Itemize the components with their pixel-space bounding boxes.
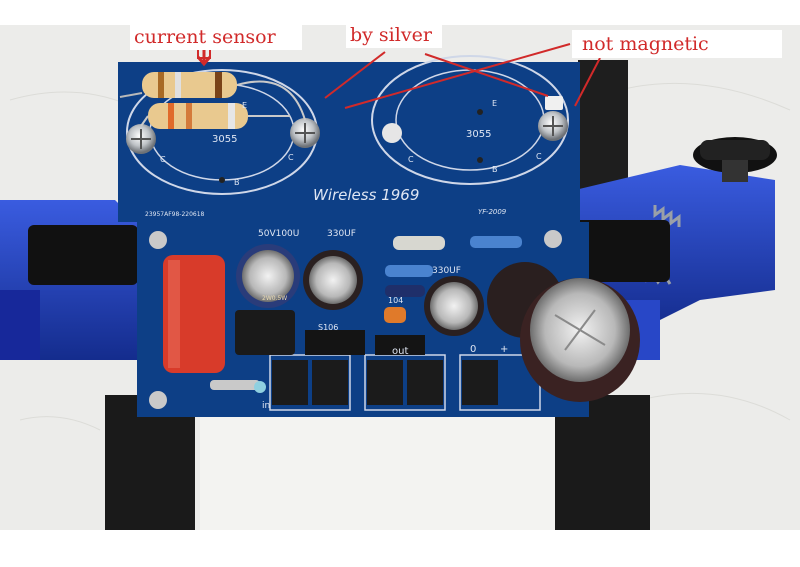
board-title: Wireless 1969 [313,186,419,204]
annotation-not-magnetic: not magnetic [572,30,782,58]
annotation-by-silver: by silver [346,22,442,48]
zero-label: 0 [470,344,476,355]
pin-label-b-right: B [492,165,498,174]
cap-label-330uf-2: 330UF [432,266,461,276]
cap-label-104: 104 [388,296,403,305]
ceramic-capacitor [384,307,406,323]
annotation-arrows [196,43,601,109]
pin-label-c-right2: C [536,152,542,161]
pin-label-e-left: E [242,101,247,110]
pin-label-e-right: E [492,99,497,108]
stand-leg-left [105,395,195,530]
vise-jaw-left [28,225,138,285]
mounting-hole [382,123,402,143]
amplifier-pcb [137,222,640,417]
annotation-current-sensor: current sensor [130,24,302,50]
transistor-pcb [118,55,580,222]
cap-label-50v: 50V100U [258,229,299,239]
out-label: out [392,346,408,357]
plus-label: + [500,344,508,355]
transistor-right-label: 3055 [466,129,491,140]
pin-label-c-left: C [160,155,166,164]
pin-label-c-right: C [408,155,414,164]
current-sensor-resistors [119,72,306,129]
pin-label-b-left: B [234,178,240,187]
large-capacitor [520,278,640,402]
vise-knob [693,137,777,182]
stand-leg-right [555,395,650,530]
in-label: in [262,401,270,411]
cap-label-330uf: 330UF [327,229,356,239]
board-serial: 23957AF98-220618 [145,211,205,218]
board-subtitle: YF-2009 [478,208,507,216]
pin-label-c-left2: C [288,153,294,162]
diode-label: S106 [318,323,338,332]
vise-clamp-right [575,165,775,330]
resistor-rating: 2W0.5W [262,295,287,302]
transistor-left-label: 3055 [212,134,237,145]
